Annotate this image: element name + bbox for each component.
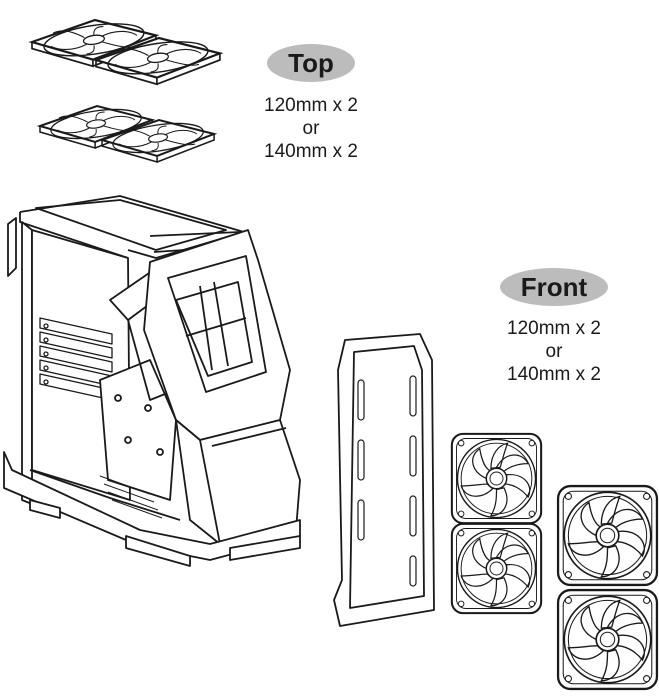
front-label-text: Front xyxy=(520,271,588,302)
top-fans-120mm-illustration xyxy=(39,103,216,163)
front-fans-140mm-illustration xyxy=(556,484,659,691)
top-spec-line-1: 120mm x 2 xyxy=(264,95,358,116)
front-fans-120mm-illustration xyxy=(450,432,543,615)
top-fan-spec: 120mm x 2 or 140mm x 2 xyxy=(248,94,374,163)
front-label-badge: Front xyxy=(500,268,608,306)
front-spec-line-1: 120mm x 2 xyxy=(507,318,601,339)
front-fan-spec: 120mm x 2 or 140mm x 2 xyxy=(490,317,618,386)
top-spec-line-3: 140mm x 2 xyxy=(264,141,358,162)
front-spec-line-2: or xyxy=(545,341,563,362)
pc-case-illustration xyxy=(3,195,301,567)
top-label-badge: Top xyxy=(267,44,355,82)
top-spec-line-2: or xyxy=(302,118,320,139)
top-fans-140mm-illustration xyxy=(30,17,221,86)
radiator-bracket-illustration xyxy=(333,333,435,627)
top-label-text: Top xyxy=(288,47,334,78)
front-spec-line-3: 140mm x 2 xyxy=(507,364,601,385)
